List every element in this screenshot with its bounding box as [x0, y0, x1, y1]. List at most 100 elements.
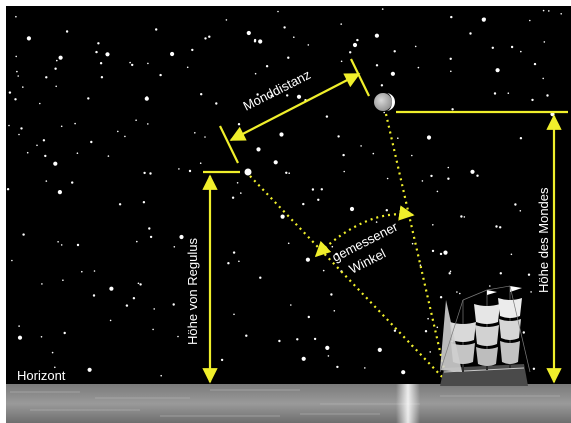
star	[331, 245, 334, 248]
star	[287, 56, 290, 59]
star	[191, 48, 194, 52]
star	[199, 162, 202, 164]
star	[393, 50, 396, 53]
star	[531, 98, 534, 102]
star	[285, 171, 288, 174]
star	[280, 214, 285, 219]
star	[253, 38, 257, 42]
star	[283, 26, 286, 29]
star	[411, 154, 413, 157]
star	[58, 55, 63, 60]
star	[447, 166, 450, 169]
star	[429, 351, 432, 353]
star	[204, 136, 206, 138]
star	[90, 140, 93, 144]
star	[149, 172, 152, 175]
star	[142, 201, 146, 204]
star	[411, 242, 414, 245]
star	[170, 51, 175, 57]
star	[375, 221, 378, 223]
star	[424, 330, 428, 333]
star	[87, 367, 92, 372]
star	[447, 177, 450, 180]
star	[296, 94, 302, 99]
star	[543, 41, 546, 43]
star	[57, 190, 63, 195]
star	[374, 33, 379, 38]
star	[380, 84, 384, 87]
star	[45, 76, 48, 79]
star	[397, 137, 399, 139]
star	[273, 160, 278, 165]
hoehe-mondes-label: Höhe des Mondes	[536, 187, 551, 293]
star	[372, 152, 375, 155]
star	[356, 38, 359, 42]
star	[439, 252, 443, 256]
star	[159, 73, 162, 77]
star	[36, 144, 38, 147]
star	[65, 30, 69, 33]
regulus-altitude-dimension	[202, 170, 240, 384]
star	[493, 92, 497, 95]
star	[148, 227, 151, 230]
star	[317, 198, 320, 201]
star	[81, 270, 83, 273]
star	[375, 64, 379, 67]
star	[414, 45, 417, 48]
moon-reflection	[396, 384, 420, 423]
star	[277, 10, 279, 13]
star	[439, 296, 443, 299]
star	[160, 374, 162, 377]
star	[95, 50, 98, 54]
star	[179, 234, 184, 240]
star	[131, 63, 134, 67]
star	[436, 326, 439, 329]
star	[258, 39, 263, 44]
star	[117, 130, 119, 133]
star	[279, 132, 284, 137]
star	[254, 72, 257, 75]
star	[100, 76, 104, 79]
star	[417, 66, 420, 69]
star	[57, 241, 59, 243]
star	[238, 260, 240, 263]
star	[349, 51, 352, 54]
star	[495, 225, 498, 228]
star	[311, 188, 315, 191]
star	[118, 203, 122, 206]
star	[62, 279, 64, 282]
star	[76, 152, 79, 154]
star	[495, 68, 500, 73]
star	[419, 264, 422, 267]
star	[60, 125, 63, 128]
star	[510, 45, 514, 49]
star	[227, 262, 230, 265]
star	[529, 19, 531, 22]
star	[152, 328, 154, 331]
star	[527, 273, 531, 276]
star	[507, 92, 510, 94]
star	[320, 188, 323, 191]
star	[463, 216, 466, 218]
star	[340, 60, 343, 63]
star	[143, 171, 146, 175]
star	[491, 46, 494, 49]
horizon-label: Horizont	[17, 368, 66, 383]
star	[364, 367, 366, 369]
star	[200, 93, 203, 96]
star	[519, 137, 523, 140]
star	[259, 276, 262, 279]
star	[107, 155, 110, 157]
star	[385, 209, 388, 212]
star	[124, 135, 126, 138]
star	[499, 226, 502, 229]
star	[287, 242, 290, 245]
star	[147, 62, 149, 65]
star	[45, 180, 48, 182]
star	[97, 42, 100, 45]
star	[42, 139, 46, 142]
star	[469, 32, 472, 35]
star	[325, 115, 329, 118]
star	[449, 270, 452, 273]
star-field	[6, 8, 562, 379]
